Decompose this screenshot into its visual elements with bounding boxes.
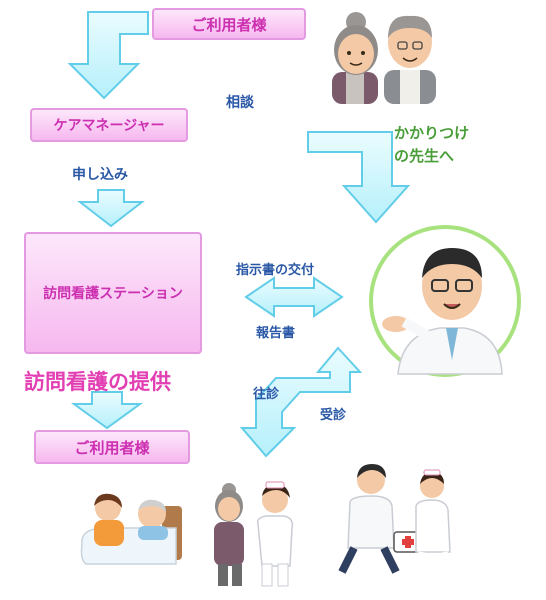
patient-in-bed-illustration [80,493,182,565]
user-box-bottom: ご利用者様 [34,430,190,464]
label-report: 報告書 [256,326,296,341]
doctor-nurse-home-visit-illustration [338,464,454,575]
care-manager-box: ケアマネージャー [30,108,188,142]
user-box-top: ご利用者様 [152,8,306,40]
label-nursing-provision: 訪問看護の提供 [24,370,171,394]
elderly-couple-illustration [332,12,436,104]
arrow-consult-to-doctor [307,131,411,224]
arrow-caremanager-to-station [77,189,145,228]
nurse-with-elderly-illustration [214,481,294,587]
label-application: 申し込み [72,167,128,183]
doctor-illustration [369,225,521,377]
arrow-instruction-report [244,276,344,318]
label-instruction-issue: 指示書の交付 [236,263,315,278]
label-outpatient: 受診 [320,408,347,423]
station-box: 訪問看護ステーション [24,232,202,354]
arrow-visit-consult [239,346,363,458]
arrow-station-to-user [70,391,144,430]
label-consult: 相談 [226,95,254,111]
label-family-doctor: かかりつけ の先生へ [394,124,470,165]
label-house-call: 往診 [253,387,280,402]
arrow-user-to-caremanager [67,11,149,100]
